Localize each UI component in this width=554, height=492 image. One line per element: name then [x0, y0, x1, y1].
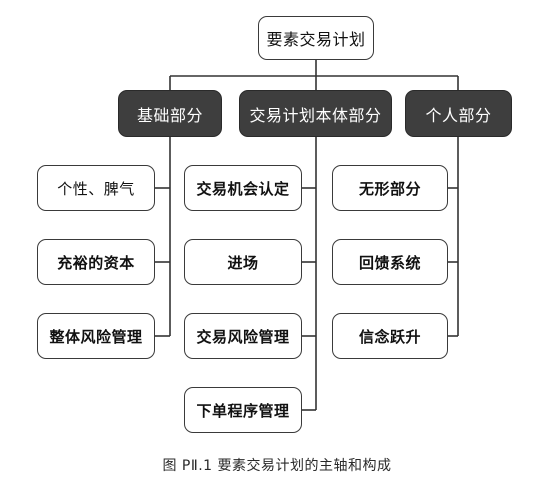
item-order-procedure-management: 下单程序管理: [184, 387, 302, 433]
item-belief-leap-label: 信念跃升: [358, 327, 421, 346]
item-entry-label: 进场: [227, 253, 259, 272]
item-trade-opportunity-label: 交易机会认定: [196, 179, 290, 198]
category-foundation: 基础部分: [118, 90, 222, 137]
category-plan-body: 交易计划本体部分: [239, 90, 392, 137]
item-belief-leap: 信念跃升: [332, 313, 448, 359]
item-ample-capital: 充裕的资本: [37, 239, 155, 285]
category-foundation-label: 基础部分: [136, 105, 203, 125]
item-intangible-part: 无形部分: [332, 165, 448, 211]
item-overall-risk-management: 整体风险管理: [37, 313, 155, 359]
category-personal: 个人部分: [405, 90, 512, 137]
figure-caption: 图 PⅡ.1 要素交易计划的主轴和构成: [162, 458, 392, 474]
category-personal-label: 个人部分: [425, 105, 492, 125]
item-feedback-system-label: 回馈系统: [358, 253, 421, 272]
item-intangible-part-label: 无形部分: [358, 179, 421, 198]
root-node: 要素交易计划: [258, 16, 374, 60]
item-order-procedure-management-label: 下单程序管理: [196, 401, 290, 420]
item-overall-risk-management-label: 整体风险管理: [49, 327, 143, 346]
item-feedback-system: 回馈系统: [332, 239, 448, 285]
item-trade-risk-management: 交易风险管理: [184, 313, 302, 359]
item-entry: 进场: [184, 239, 302, 285]
item-trade-risk-management-label: 交易风险管理: [196, 327, 290, 346]
item-personality-temper: 个性、脾气: [37, 165, 155, 211]
root-node-label: 要素交易计划: [266, 30, 366, 49]
item-personality-temper-label: 个性、脾气: [57, 179, 135, 198]
category-plan-body-label: 交易计划本体部分: [249, 105, 382, 125]
item-ample-capital-label: 充裕的资本: [57, 253, 135, 272]
item-trade-opportunity: 交易机会认定: [184, 165, 302, 211]
